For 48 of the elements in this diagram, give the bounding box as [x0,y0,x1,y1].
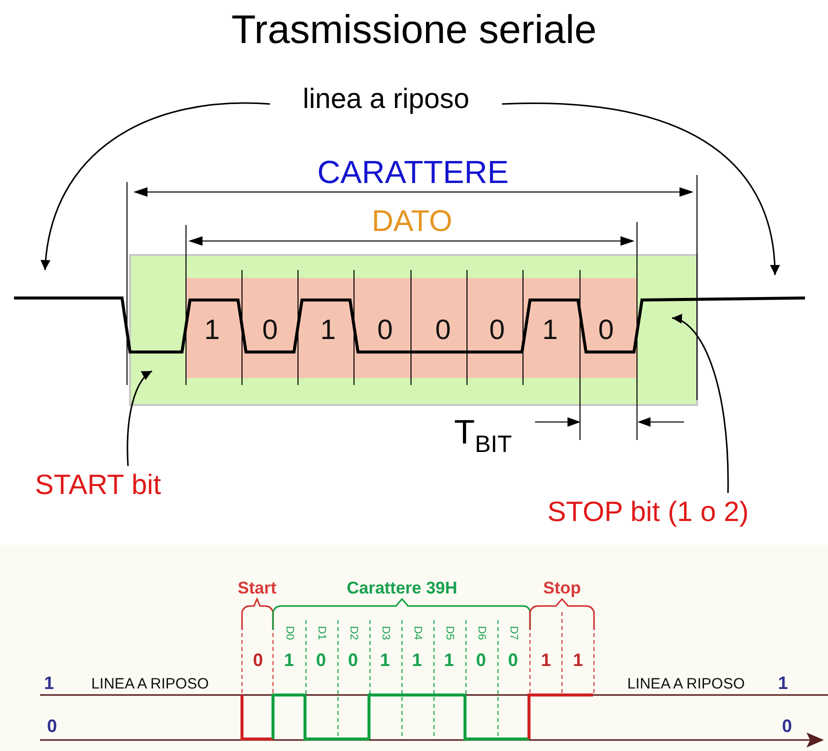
idle-line-label: LINEA A RIPOSO [627,676,745,692]
leader-arrow [502,102,780,276]
level-label: 1 [778,674,788,692]
idle-line-label: 1 [44,674,54,692]
bit-value: 1 [320,316,336,344]
bit-value: 1 [541,651,551,669]
bit-value: 0 [316,651,326,669]
bit-index-label: D3 [380,626,390,640]
bit-value: 0 [508,651,518,669]
bit-index-label: D0 [284,626,294,640]
callout-text: linea a riposo [272,82,500,116]
bit-value: 0 [435,316,451,344]
bit-index-label: D5 [444,626,454,640]
bit-value: 0 [489,316,505,344]
callout-text: START bit [8,468,188,502]
title: Trasmissione seriale [230,8,598,53]
callout-text: STOP bit (1 o 2) [512,495,784,529]
level-label: 0 [47,717,57,735]
bit-value: 1 [444,651,454,669]
bit-value: 1 [284,651,294,669]
idle-line-label: LINEA A RIPOSO [91,676,209,692]
bit-value: 1 [542,316,558,344]
dimension-label: CARATTERE [317,156,509,188]
field-label: Stop [543,580,581,596]
bit-value: 0 [377,316,393,344]
leader-arrow [41,102,270,270]
bit-value: 1 [412,651,422,669]
bit-index-label: D1 [316,626,326,640]
field-label: Carattere 39H [346,580,458,596]
bit-index-label: D6 [476,626,486,640]
leader-arrow [126,370,152,466]
dimension-label: DATO [372,207,452,237]
bit-index-label: D2 [348,626,358,640]
bit-value: 0 [476,651,486,669]
bit-time-label: T$_{BIT}$ [454,415,512,457]
bit-index-label: D7 [508,626,518,640]
bit-value: 1 [380,651,390,669]
bit-value: 0 [348,651,358,669]
bit-value: 0 [262,316,278,344]
level-label: 0 [782,717,792,735]
field-label: Start [238,580,276,596]
bit-value: 1 [573,651,583,669]
waveform [14,296,806,354]
bit-index-label: D4 [412,626,422,640]
bit-value: 1 [204,316,220,344]
leader-arrow [672,316,729,493]
bit-value: 0 [253,651,263,669]
bit-value: 0 [598,316,614,344]
